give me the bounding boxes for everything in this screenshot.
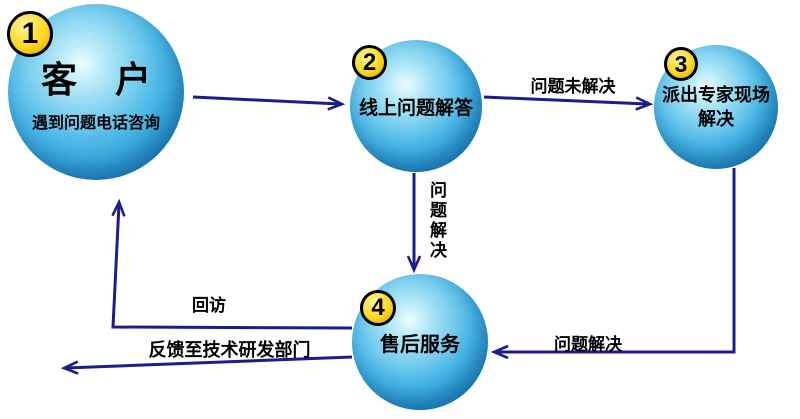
node-customer-number: 1 <box>7 11 53 57</box>
node-online-answer-title: 线上问题解答 <box>358 97 473 119</box>
node-expert-onsite: 3 派出专家现场 解决 <box>654 45 778 169</box>
edge-label-problem-solved-vertical: 问题解决 <box>427 181 446 261</box>
node-aftersales-title: 售后服务 <box>380 333 460 356</box>
node-expert-onsite-title-line1: 派出专家现场 <box>662 84 770 105</box>
edge-label-problem-solved-bottom: 问题解决 <box>554 335 622 354</box>
node-expert-onsite-number: 3 <box>664 47 698 81</box>
arrow-aftersales-return-visit <box>113 204 353 330</box>
arrow-customer-to-online <box>192 95 340 104</box>
arrow-aftersales-feedback <box>66 355 353 368</box>
arrow-expert-to-aftersales <box>496 168 736 352</box>
node-customer: 1 客 户 遇到问题电话咨询 <box>7 4 184 180</box>
arrow-online-to-expert <box>483 95 648 104</box>
node-expert-onsite-title-line2: 解决 <box>698 109 734 129</box>
node-online-answer-number: 2 <box>352 45 387 80</box>
edge-label-problem-unsolved: 问题未解决 <box>530 77 616 96</box>
edge-label-return-visit: 回访 <box>192 296 226 315</box>
node-customer-subtitle: 遇到问题电话咨询 <box>31 115 160 132</box>
node-online-answer: 2 线上问题解答 <box>350 40 482 172</box>
edge-label-feedback-rnd: 反馈至技术研发部门 <box>148 340 311 360</box>
node-customer-title: 客 户 <box>40 59 165 100</box>
node-aftersales-number: 4 <box>360 290 396 326</box>
node-aftersales: 4 售后服务 <box>352 274 488 410</box>
